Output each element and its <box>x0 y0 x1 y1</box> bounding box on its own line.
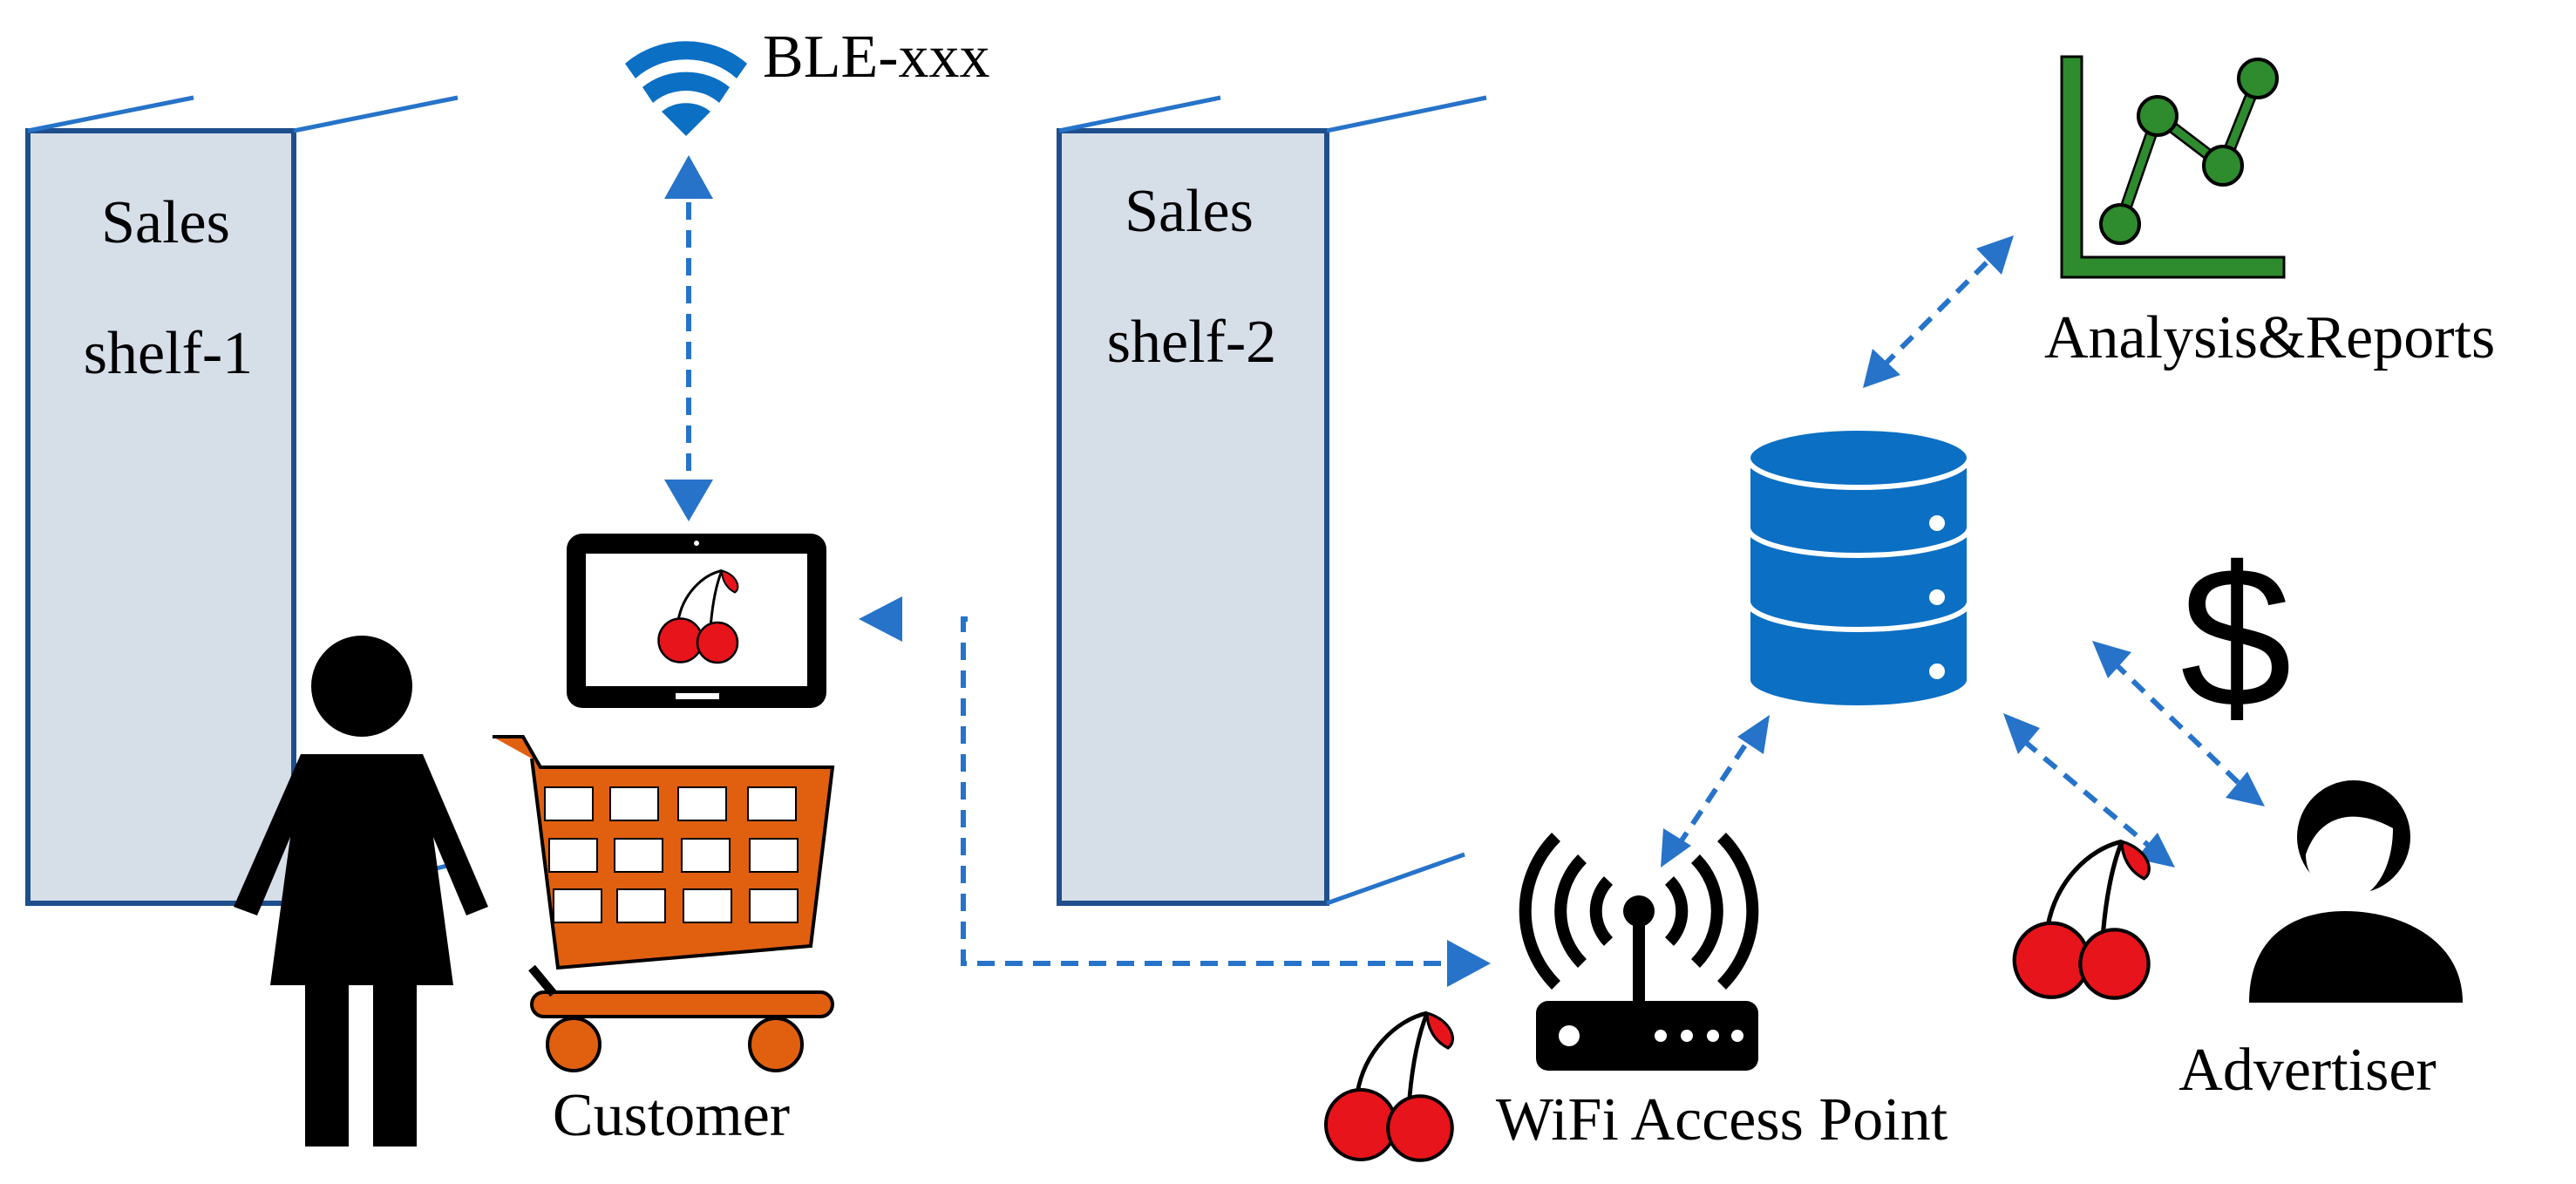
cherry-icon <box>1326 1013 1452 1160</box>
shelf-1-label-line2: shelf-1 <box>84 320 253 387</box>
woman-icon <box>234 636 488 1147</box>
customer-label: Customer <box>553 1082 790 1149</box>
wifi-label: WiFi Access Point <box>1496 1086 1948 1153</box>
shelf-1-label-line1: Sales <box>101 189 230 256</box>
db-wifi-arrow <box>1675 739 1750 847</box>
shelf-2-label-line2: shelf-2 <box>1107 309 1276 376</box>
db-analysis-arrow <box>1880 255 1995 369</box>
ble-label: BLE-xxx <box>763 24 990 91</box>
db-advertiser-arrow <box>2022 738 2151 848</box>
database-icon <box>1745 425 1972 711</box>
analysis-label: Analysis&Reports <box>2044 304 2495 371</box>
cherry-icon <box>2015 841 2149 997</box>
person-icon <box>2249 780 2463 1003</box>
sales-shelf-1: Sales shelf-1 <box>25 95 459 906</box>
wifi-router-icon <box>1519 833 1759 1071</box>
ble-beacon-icon <box>625 41 747 136</box>
shelf-2-label-line1: Sales <box>1125 178 1254 245</box>
shopping-cart-icon <box>493 735 835 1072</box>
tablet-icon <box>567 534 826 708</box>
dollar-sign: $ <box>2180 525 2292 749</box>
advertiser-label: Advertiser <box>2178 1037 2436 1104</box>
tablet-wifi-arrow <box>961 616 1447 966</box>
line-chart-icon <box>2060 55 2286 279</box>
db-payment-arrow <box>2111 660 2243 787</box>
sales-shelf-2: Sales shelf-2 <box>1057 95 1487 906</box>
